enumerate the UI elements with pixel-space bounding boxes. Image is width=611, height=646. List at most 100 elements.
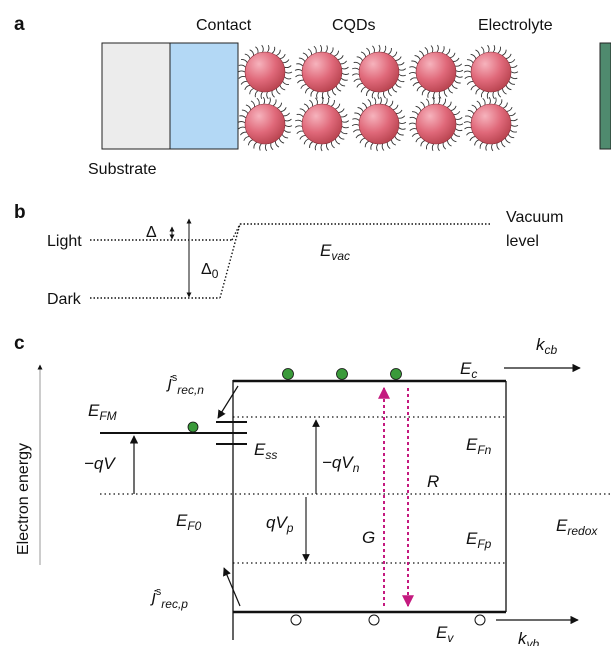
ligand-hair	[438, 91, 442, 99]
ligand-hair	[436, 44, 439, 53]
ligand-hair	[315, 97, 318, 105]
ligand-hair	[283, 129, 291, 133]
vb-hole-1	[290, 614, 302, 626]
j-rec-n-arrow	[217, 385, 239, 419]
ligand-hair	[303, 138, 309, 145]
ligand-hair	[338, 108, 345, 114]
ligand-hair	[281, 134, 289, 139]
contact-label: Contact	[196, 17, 252, 34]
ligand-hair	[509, 112, 516, 117]
ligand-hair	[386, 142, 391, 149]
ligand-shells	[237, 44, 519, 152]
electrolyte-block	[599, 42, 611, 150]
ligand-hair	[476, 100, 481, 108]
ligand-hair	[447, 101, 452, 108]
ligand-hair	[496, 142, 500, 151]
ligand-hair	[282, 81, 289, 85]
ligand-hair	[340, 114, 348, 118]
ligand-hair	[414, 55, 421, 60]
ligand-hair	[491, 143, 494, 152]
ligand-hair	[379, 96, 382, 105]
substrate-label: Substrate	[88, 161, 157, 178]
dark-label: Dark	[47, 291, 82, 308]
e-fn-label: EFn	[466, 435, 492, 457]
ligand-hair	[356, 56, 363, 61]
e-vac-label: Evac	[320, 241, 350, 263]
ligand-hair	[395, 56, 402, 62]
ligand-hair	[256, 97, 260, 106]
ligand-hair	[352, 67, 360, 71]
ligand-hair	[341, 72, 350, 75]
panel-a-label: a	[14, 14, 25, 35]
ligand-hair	[297, 79, 304, 84]
ligand-hair	[453, 57, 460, 62]
substrate-layer	[101, 42, 171, 150]
ligand-hair	[394, 136, 401, 141]
ligand-hair	[284, 118, 292, 122]
ligand-hair	[441, 46, 445, 54]
minus-qvn-label: −qVn	[322, 453, 360, 475]
ligand-hair	[367, 99, 372, 106]
ligand-hair	[397, 115, 406, 119]
ligand-hair	[479, 141, 484, 149]
ligand-hair	[415, 136, 422, 143]
ligand-hair	[354, 112, 362, 117]
ligand-hair	[295, 74, 303, 78]
ligand-hair	[464, 115, 473, 119]
k-cb-label: kcb	[536, 335, 558, 357]
g-label: G	[362, 528, 375, 547]
ligand-hair	[319, 44, 323, 53]
ligand-hair	[271, 46, 276, 54]
ligand-hair	[353, 78, 361, 82]
cqds-label: CQDs	[332, 17, 376, 34]
ligand-hair	[475, 88, 480, 95]
ligand-hair	[249, 88, 254, 95]
ligand-hair	[335, 103, 341, 110]
quantum-dot-3	[358, 51, 400, 93]
ligand-hair	[321, 91, 325, 100]
ligand-hair	[360, 51, 367, 58]
ligand-hair	[253, 141, 258, 149]
e-v-label: Ev	[436, 623, 454, 645]
ligand-hair	[383, 45, 387, 53]
e-fm-label: EFM	[88, 401, 117, 423]
ligand-hair	[299, 134, 306, 140]
quantum-dot-10	[470, 103, 512, 145]
ligand-hair	[427, 90, 431, 98]
ligand-hair	[239, 115, 247, 119]
vb-hole-3	[474, 614, 486, 626]
ligand-hair	[352, 129, 361, 133]
cqd-array	[244, 51, 512, 145]
ligand-hair	[313, 45, 317, 54]
ligand-hair	[455, 123, 464, 126]
ligand-hair	[303, 103, 310, 110]
ligand-hair	[298, 57, 306, 62]
ligand-hair	[340, 130, 348, 135]
ligand-hair	[481, 90, 485, 98]
ligand-hair	[390, 139, 396, 146]
ligand-hair	[501, 140, 506, 148]
ligand-hair	[366, 89, 371, 97]
contact-electron-dot	[187, 421, 199, 433]
ligand-hair	[302, 52, 309, 59]
ligand-hair	[359, 137, 366, 144]
ligand-hair	[296, 63, 304, 67]
light-label: Light	[47, 233, 82, 250]
ligand-hair	[430, 45, 434, 53]
delta0-label: Δ0	[201, 261, 219, 281]
ligand-hair	[326, 143, 329, 151]
ligand-hair	[330, 141, 335, 149]
panel-c-label: c	[14, 333, 25, 354]
ligand-hair	[447, 87, 453, 94]
ligand-hair	[356, 82, 363, 88]
ligand-hair	[267, 45, 270, 53]
ligand-hair	[437, 143, 440, 152]
ligand-hair	[455, 116, 463, 120]
ligand-hair	[309, 99, 314, 107]
ligand-hair	[395, 83, 402, 88]
ligand-hair	[488, 96, 491, 105]
ligand-hair	[240, 131, 247, 136]
j-rec-p-label: jsrec,p	[150, 586, 188, 611]
ligand-hair	[262, 96, 266, 105]
vacuum-label: Vacuum	[506, 209, 564, 226]
